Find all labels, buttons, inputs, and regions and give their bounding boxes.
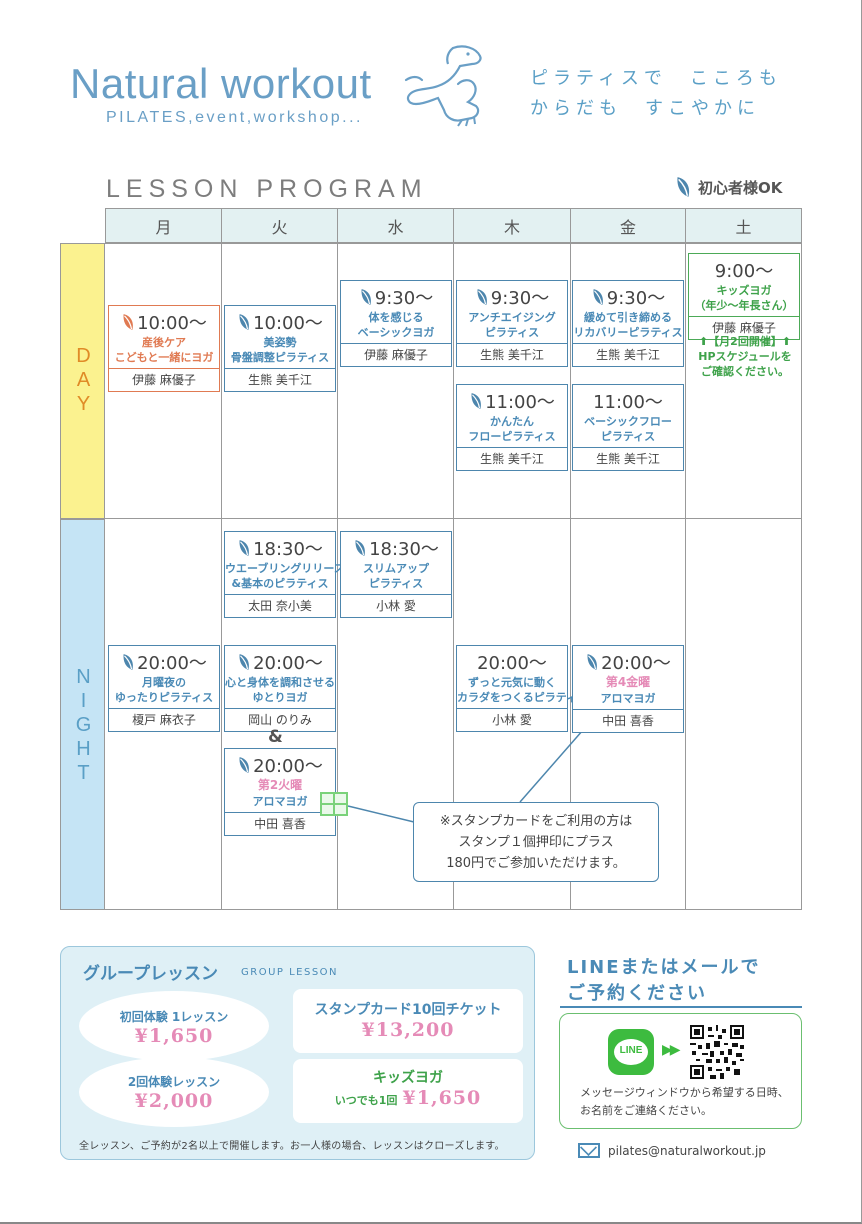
day-header-thu: 木	[453, 208, 571, 243]
leaf-icon	[471, 393, 481, 409]
qr-code-icon[interactable]	[690, 1025, 744, 1079]
leaf-icon	[361, 289, 371, 305]
lesson-fri-night: 20:00〜 第4金曜 アロマヨガ 中田 喜香	[572, 645, 684, 733]
leaf-icon	[239, 654, 249, 670]
logo-subtitle: PILATES,event,workshop...	[106, 109, 363, 126]
leaf-icon	[239, 540, 249, 556]
lesson-program-title: LESSON PROGRAM	[106, 175, 428, 203]
leaf-icon	[239, 757, 249, 773]
group-lesson-title: グループレッスン	[83, 964, 218, 984]
day-header-sat: 土	[685, 208, 802, 243]
and-symbol: &	[268, 727, 283, 747]
double-arrow-icon: ▶▶	[662, 1042, 680, 1058]
email-address[interactable]: pilates@naturalworkout.jp	[608, 1143, 766, 1158]
leaf-icon	[477, 289, 487, 305]
logo-title: Natural workout	[70, 60, 372, 107]
reservation-title: LINEまたはメールで ご予約ください	[567, 957, 761, 1004]
day-header-fri: 金	[570, 208, 686, 243]
tagline: ピラティスで こころも からだも すこやかに	[530, 68, 782, 119]
leaf-icon	[123, 314, 133, 330]
day-section-label: D A Y	[60, 243, 105, 519]
leaf-icon	[587, 654, 597, 670]
lesson-tue-day: 10:00〜 美姿勢 骨盤調整ピラティス 生熊 美千江	[224, 305, 336, 392]
lesson-thu-night: 20:00〜 ずっと元気に動く カラダをつくるピラティス 小林 愛	[456, 645, 588, 732]
leaf-icon	[593, 289, 603, 305]
stamp-card-ticket: スタンプカード10回チケット ¥13,200	[293, 989, 523, 1053]
leaf-icon	[123, 654, 133, 670]
trial-one-lesson: 初回体験 1レッスン ¥1,650	[79, 991, 269, 1061]
lesson-wed-night-1: 18:30〜 スリムアップ ピラティス 小林 愛	[340, 531, 452, 618]
line-instructions: メッセージウィンドウから希望する日時、 お名前をご連絡ください。	[580, 1086, 789, 1117]
lesson-sat-day: 9:00〜 キッズヨガ （年少〜年長さん） 伊藤 麻優子	[688, 253, 800, 340]
lesson-thu-day-1: 9:30〜 アンチエイジング ピラティス 生熊 美千江	[456, 280, 568, 367]
lesson-tue-night-1: 18:30〜 ウエーブリングリリース &基本のピラティス 太田 奈小美	[224, 531, 345, 618]
group-lesson-footnote: 全レッスン、ご予約が2名以上で開催します。お一人様の場合、レッスンはクローズしま…	[79, 1141, 505, 1152]
lesson-wed-day: 9:30〜 体を感じる ベーシックヨガ 伊藤 麻優子	[340, 280, 452, 367]
saturday-note: ⬆【月2回開催】⬆ HPスケジュールを ご確認ください。	[698, 335, 792, 378]
reservation-divider	[560, 1006, 802, 1008]
group-lesson-panel: グループレッスン GROUP LESSON 初回体験 1レッスン ¥1,650 …	[60, 946, 535, 1160]
night-label-text: N I G H T	[75, 666, 92, 784]
lesson-fri-day-1: 9:30〜 緩めて引き締める リカバリーピラティス 生熊 美千江	[572, 280, 684, 367]
line-contact-panel: LINE ▶▶ メッセージウィンドウから希望する日時、 お名前をご連絡ください。	[559, 1013, 802, 1129]
leaf-icon	[677, 177, 690, 197]
trial-two-lessons: 2回体験レッスン ¥2,000	[79, 1057, 269, 1127]
leaf-icon	[355, 540, 365, 556]
leaf-icon	[239, 314, 249, 330]
line-app-icon[interactable]: LINE	[608, 1029, 654, 1075]
beginner-ok-label: 初心者様OK	[698, 178, 783, 197]
lesson-thu-day-2: 11:00〜 かんたん フローピラティス 生熊 美千江	[456, 384, 568, 471]
beginner-ok-legend: 初心者様OK	[674, 175, 782, 199]
night-section-label: N I G H T	[60, 519, 105, 910]
lesson-fri-day-2: 11:00〜 ベーシックフロー ピラティス 生熊 美千江	[572, 384, 684, 471]
day-label-text: D A Y	[76, 345, 91, 415]
day-header-wed: 水	[337, 208, 454, 243]
kids-yoga-price: キッズヨガ いつでも1回 ¥1,650	[293, 1059, 523, 1123]
day-header-mon: 月	[105, 208, 222, 243]
email-contact[interactable]: pilates@naturalworkout.jp	[578, 1143, 766, 1158]
lesson-mon-night: 20:00〜 月曜夜の ゆったりピラティス 榎戸 麻衣子	[108, 645, 220, 732]
group-lesson-title-en: GROUP LESSON	[241, 967, 339, 978]
stamp-card-note: ※スタンプカードをご利用の方は スタンプ１個押印にプラス 180円でご参加いただ…	[413, 802, 659, 882]
day-header-tue: 火	[221, 208, 338, 243]
lesson-mon-day: 10:00〜 産後ケア こどもと一緒にヨガ 伊藤 麻優子	[108, 305, 220, 392]
polar-bear-logo-icon	[404, 45, 482, 127]
lesson-tue-night-2: 20:00〜 心と身体を調和させる ゆとりヨガ 岡山 のりみ	[224, 645, 336, 732]
stamp-card-icon	[320, 792, 348, 816]
envelope-icon	[578, 1143, 600, 1158]
